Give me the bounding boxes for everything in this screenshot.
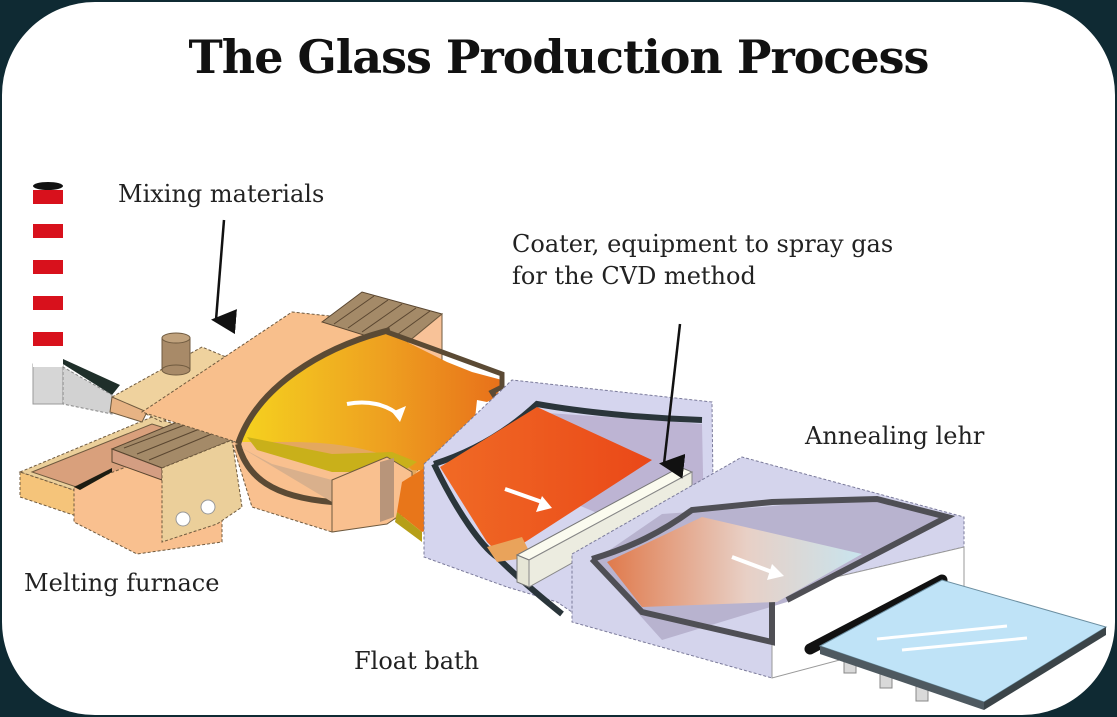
mixing-leader-arrow (211, 219, 237, 335)
label-coater-line1: Coater, equipment to spray gas (512, 230, 894, 258)
flow-arrow-lehr (731, 555, 773, 574)
flow-arrow-float (504, 487, 543, 504)
label-annealing-lehr: Annealing lehr (805, 422, 985, 450)
label-coater-line2: for the CVD method (512, 262, 756, 290)
coater (515, 466, 694, 588)
label-melting-furnace: Melting furnace (24, 569, 220, 597)
coater-leader-arrow (659, 323, 686, 479)
glass-sheet (804, 574, 1108, 710)
diagram-title: The Glass Production Process (188, 30, 930, 84)
melting-furnace (18, 291, 505, 555)
chimney (32, 182, 120, 415)
label-float-bath: Float bath (354, 647, 480, 675)
label-mixing-materials: Mixing materials (118, 180, 325, 208)
